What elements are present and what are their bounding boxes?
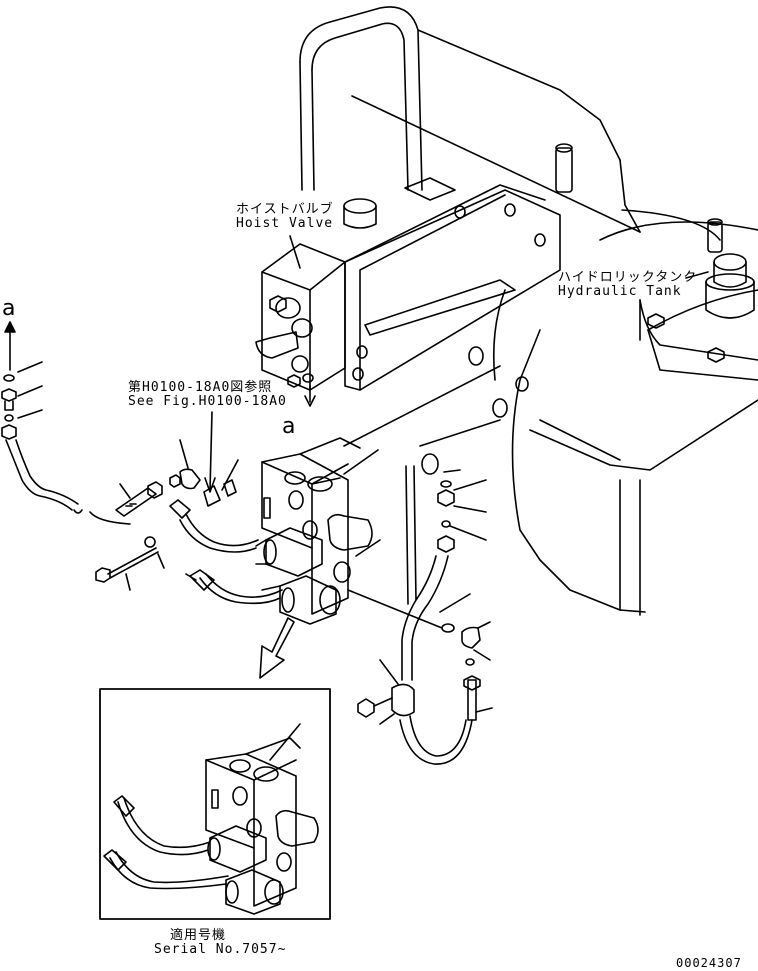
ref-a-middle: a — [282, 414, 296, 439]
right-small-parts — [344, 366, 500, 764]
hoist-valve-label-en: Hoist Valve — [236, 216, 334, 231]
see-fig-label-en: See Fig.H0100-18A0 — [128, 394, 287, 409]
left-small-parts — [2, 362, 130, 524]
serial-label-en: Serial No.7057~ — [154, 942, 287, 957]
inset-arrow — [260, 618, 294, 678]
arrow-a-left — [5, 322, 15, 370]
ref-a-top: a — [2, 296, 16, 321]
elbow-fitting-left — [170, 440, 200, 489]
long-bolt — [96, 537, 164, 590]
inset-valve — [104, 724, 318, 914]
see-fig-label-jp: 第H0100-18A0図参照 — [128, 380, 273, 395]
label-leaders — [290, 236, 708, 406]
inset-box — [100, 689, 330, 919]
serial-label-jp: 適用号機 — [170, 928, 227, 943]
solenoid-valve-block — [170, 438, 380, 624]
hoist-valve-bracket — [344, 178, 560, 390]
drawing-number: 00024307 — [676, 956, 742, 970]
pin-top — [556, 144, 722, 252]
hoist-valve-body — [256, 244, 345, 390]
see-fig-callout — [204, 412, 238, 506]
hydraulic-tank-label-en: Hydraulic Tank — [558, 284, 682, 299]
hydraulic-tank-cap — [706, 254, 754, 318]
hoist-valve-label-jp: ホイストバルブ — [236, 202, 334, 217]
tank-bolts — [422, 314, 724, 474]
frame-structure — [300, 7, 758, 615]
hydraulic-tank-label-jp: ハイドロリックタンク — [558, 270, 698, 285]
hose-fitting-left — [116, 482, 162, 516]
